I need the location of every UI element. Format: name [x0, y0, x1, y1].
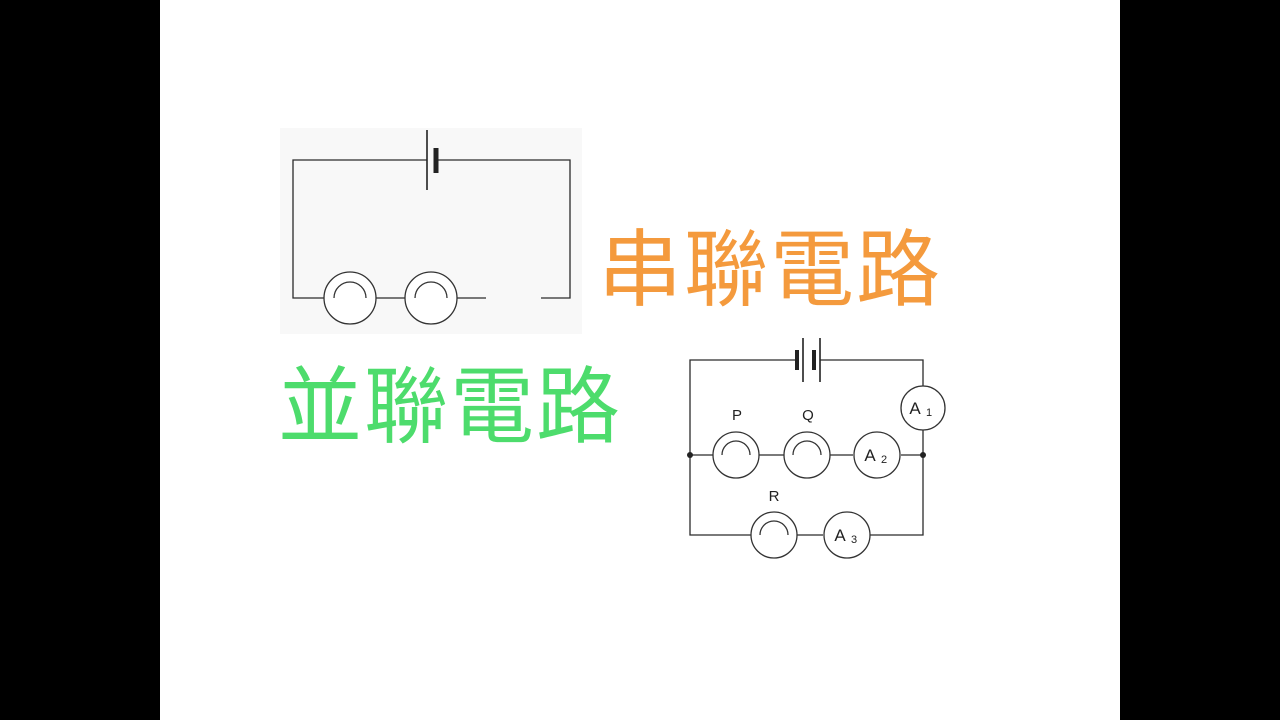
parallel-battery	[795, 338, 821, 382]
ammeter-a1: A 1	[900, 385, 946, 431]
ammeter-a3-index: 3	[851, 534, 857, 546]
parallel-wire-right	[870, 430, 924, 536]
junction-right	[920, 452, 926, 458]
ammeter-a1-index: 1	[926, 407, 932, 419]
parallel-circuit-diagram: P Q R A 1 A 2 A 3	[687, 338, 946, 559]
ammeter-a3: A 3	[823, 511, 871, 559]
bulb-q	[783, 431, 831, 479]
ammeter-a2-index: 2	[881, 454, 887, 466]
junction-left	[687, 452, 693, 458]
letterbox-left	[0, 0, 160, 720]
ammeter-a2: A 2	[853, 431, 901, 479]
ammeter-a3-letter: A	[834, 526, 846, 545]
bulb-r	[750, 511, 798, 559]
ammeter-a1-letter: A	[909, 399, 921, 418]
series-wire-right	[436, 159, 571, 299]
ammeter-a2-letter: A	[864, 446, 876, 465]
slide: P Q R A 1 A 2 A 3 串聯電路 並聯電路	[160, 0, 1120, 720]
series-circuit-diagram	[292, 130, 571, 325]
series-circuit-title: 串聯電路	[598, 221, 943, 319]
label-p: P	[732, 407, 742, 424]
letterbox-right	[1120, 0, 1280, 720]
series-wire-left	[292, 159, 427, 299]
label-q: Q	[802, 407, 814, 424]
parallel-wire-top-right	[820, 359, 924, 386]
series-bulb-1	[323, 271, 377, 325]
parallel-circuit-title: 並聯電路	[278, 358, 623, 456]
label-r: R	[769, 488, 780, 505]
parallel-wire-left-loop	[689, 359, 797, 536]
series-bulb-2	[404, 271, 458, 325]
circuit-diagrams: P Q R A 1 A 2 A 3	[292, 130, 946, 559]
bulb-p	[712, 431, 760, 479]
